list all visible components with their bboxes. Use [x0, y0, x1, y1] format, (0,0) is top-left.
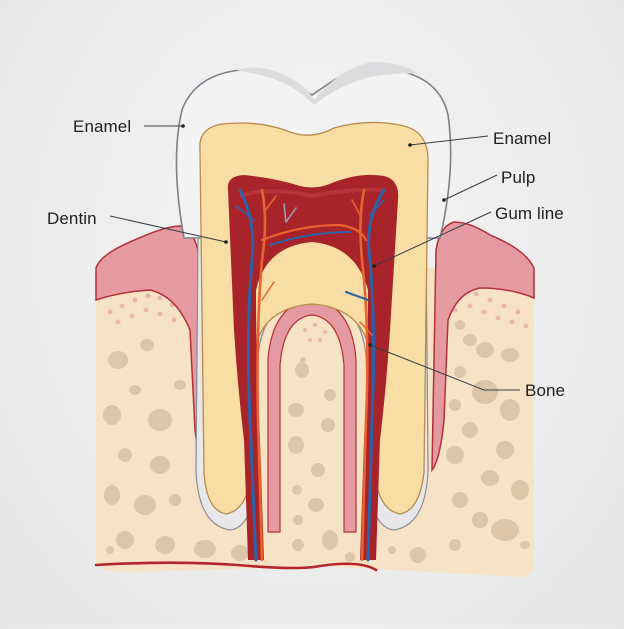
label-bone: Bone — [525, 381, 566, 400]
label-pulp: Pulp — [501, 168, 536, 187]
leader-lines — [109, 125, 520, 391]
label-enamel-left: Enamel — [73, 117, 132, 136]
crown-cusp-shadow — [236, 62, 418, 105]
gum-right — [431, 221, 535, 473]
leader-dots — [181, 124, 446, 347]
label-enamel-right: Enamel — [493, 129, 552, 148]
label-gum-line: Gum line — [495, 204, 564, 223]
blood-vessels — [94, 188, 386, 572]
label-dentin: Dentin — [47, 209, 97, 228]
